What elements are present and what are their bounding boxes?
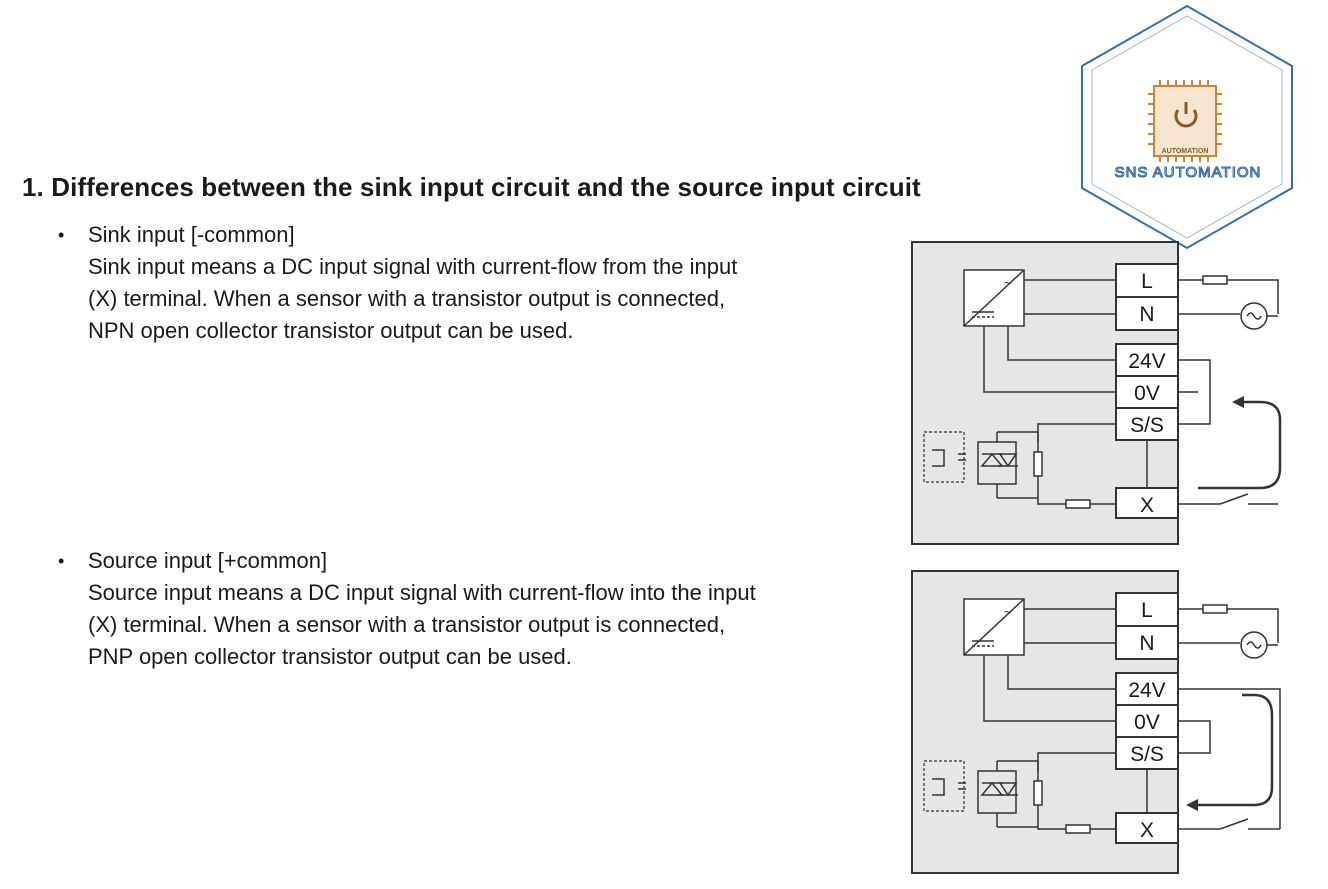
source-input-description: Source input means a DC input signal wit… — [58, 577, 756, 673]
bullet-icon: • — [58, 551, 65, 571]
terminal-0v-label: 0V — [1134, 711, 1160, 734]
terminal-n-label: N — [1139, 632, 1154, 655]
resistor-icon — [1065, 499, 1091, 509]
sink-input-description: Sink input means a DC input signal with … — [58, 251, 737, 347]
description-line: (X) terminal. When a sensor with a trans… — [88, 286, 726, 311]
optocoupler-icon — [923, 431, 1043, 499]
page-title: 1. Differences between the sink input ci… — [22, 172, 921, 202]
terminal-x-label: X — [1140, 494, 1154, 517]
bullet-icon: • — [58, 225, 65, 245]
terminal-24v-label: 24V — [1128, 350, 1165, 373]
chip-label: AUTOMATION — [1162, 148, 1209, 155]
ac-symbol: ~ — [1004, 604, 1012, 620]
terminal-24v-label: 24V — [1128, 679, 1165, 702]
chip-icon: AUTOMATION — [1148, 80, 1222, 162]
description-line: PNP open collector transistor output can… — [88, 644, 572, 669]
source-input-title: Source input [+common] — [88, 548, 328, 573]
ac-symbol: ~ — [1004, 275, 1012, 291]
switch-icon — [1219, 818, 1249, 830]
terminal-ss-label: S/S — [1130, 414, 1164, 437]
terminal-l-label: L — [1141, 270, 1153, 293]
logo-text: SNS AUTOMATION — [1115, 164, 1262, 181]
description-line: NPN open collector transistor output can… — [88, 318, 574, 343]
terminal-x-label: X — [1140, 819, 1154, 842]
resistor-icon — [1065, 824, 1091, 834]
terminal-n-label: N — [1139, 303, 1154, 326]
source-input-section: • Source input [+common] Source input me… — [58, 545, 756, 673]
terminal-ss-label: S/S — [1130, 743, 1164, 766]
fuse-icon — [1202, 275, 1228, 285]
description-line: (X) terminal. When a sensor with a trans… — [88, 612, 726, 637]
description-line: Source input means a DC input signal wit… — [88, 580, 756, 605]
sink-input-title: Sink input [-common] — [88, 222, 295, 247]
current-flow-arrow — [1198, 693, 1274, 807]
sink-input-section: • Sink input [-common] Sink input means … — [58, 219, 737, 347]
source-wiring-diagram: L N 24V 0V S/S X ~ — [908, 565, 1294, 877]
optocoupler-icon — [923, 760, 1043, 828]
current-flow-arrow — [1198, 400, 1282, 490]
terminal-0v-label: 0V — [1134, 382, 1160, 405]
terminal-l-label: L — [1141, 599, 1153, 622]
sink-wiring-diagram: L N 24V 0V S/S X ~ — [908, 236, 1294, 548]
switch-icon — [1219, 493, 1249, 505]
fuse-icon — [1202, 604, 1228, 614]
sns-automation-logo: AUTOMATION SNS AUTOMATION — [1078, 2, 1296, 252]
description-line: Sink input means a DC input signal with … — [88, 254, 738, 279]
